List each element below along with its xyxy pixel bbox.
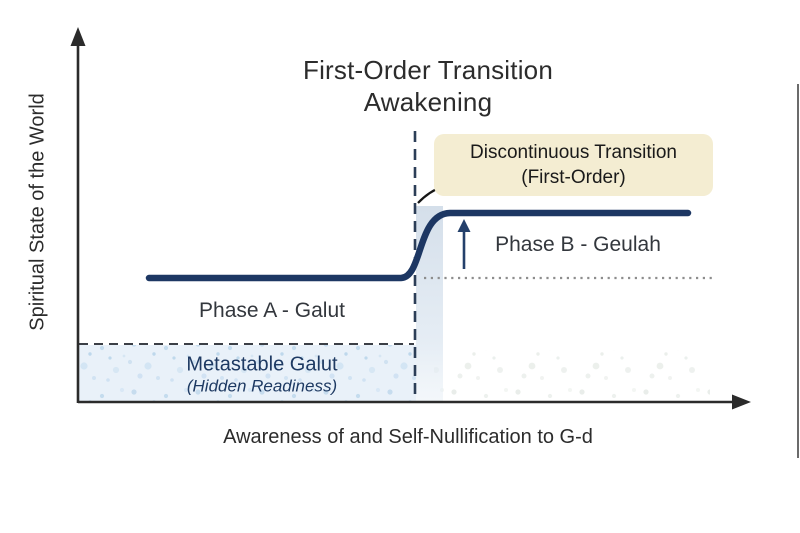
faint-speckle-region	[434, 350, 710, 398]
annotation-box-line2: (First-Order)	[521, 167, 626, 188]
chart-title-line1: First-Order Transition	[302, 55, 554, 85]
annotation-box-line1: Discontinuous Transition	[470, 141, 677, 163]
x-axis-label: Awareness of and Self-Nullification to G…	[223, 426, 593, 448]
spiritual-state-curve	[145, 209, 692, 282]
y-axis-label: Spiritual State of the World	[26, 93, 49, 331]
annotation-box: Discontinuous Transition (First-Order)	[434, 134, 713, 196]
metastable-region	[79, 345, 416, 402]
phase-a-label: Phase A - Galut	[199, 299, 345, 322]
metastable-label-line2: (Hidden Readiness)	[186, 376, 338, 396]
jump-up-arrow	[457, 219, 471, 269]
chart-title-line2: Awakening	[363, 86, 493, 117]
phase-b-label: Phase B - Geulah	[495, 233, 661, 256]
metastable-label: Metastable Galut (Hidden Readiness)	[186, 352, 337, 397]
x-axis	[78, 394, 751, 410]
chart-title: First-Order Transition Awakening	[303, 55, 553, 119]
metastable-label-line1: Metastable Galut	[186, 353, 338, 376]
y-axis	[70, 27, 86, 403]
transition-band	[416, 206, 443, 402]
